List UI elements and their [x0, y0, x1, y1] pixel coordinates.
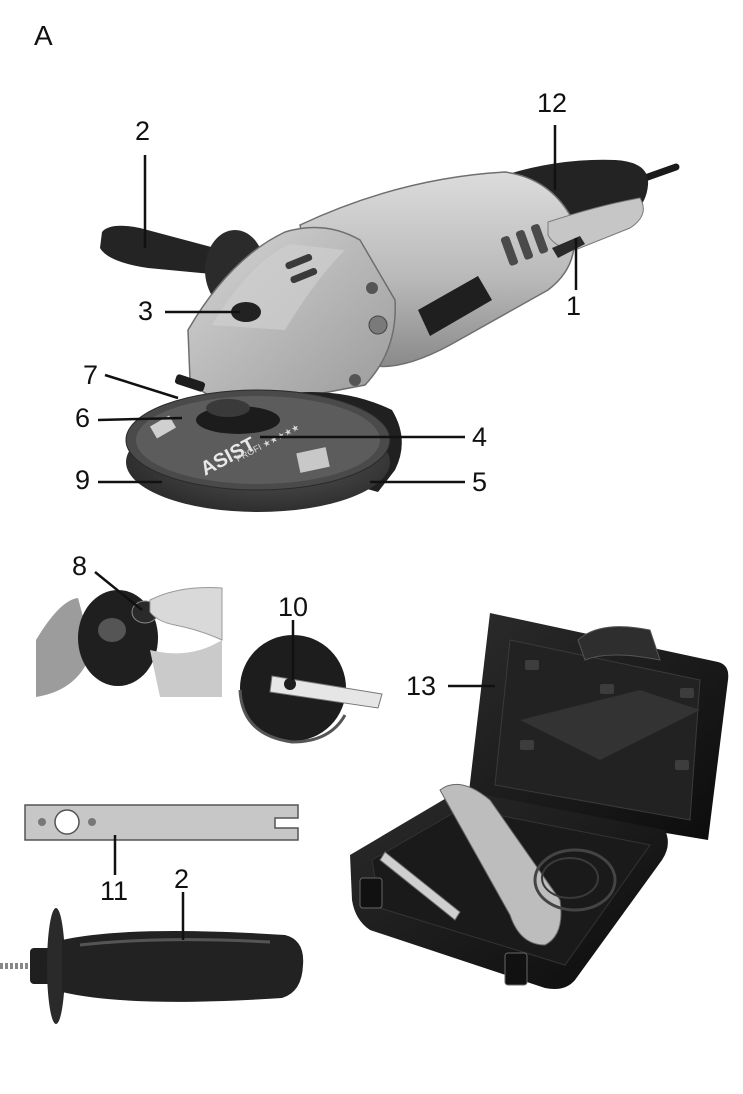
side-handle-loose: [0, 908, 304, 1024]
callout-7: 7: [83, 360, 99, 390]
side-handle: [100, 225, 225, 275]
callout-8: 8: [72, 551, 88, 581]
callout-9: 9: [75, 465, 91, 495]
disc-sticker-panel: [149, 415, 177, 439]
power-cord: [641, 163, 680, 182]
guard-lever: [174, 374, 206, 392]
case-handle: [577, 626, 661, 661]
head-bolt: [349, 374, 361, 386]
handle-collar: [30, 948, 52, 984]
head-bolt: [366, 282, 378, 294]
callout-11: 11: [100, 876, 129, 906]
flange-wrench: [24, 804, 299, 841]
detail-hand-lower: [150, 640, 222, 697]
callout-13: 13: [406, 671, 437, 701]
ventilation-slots: [500, 224, 548, 266]
case-wrench: [379, 851, 461, 921]
wrench-center-hole: [54, 809, 80, 835]
handle-grip-highlight: [79, 938, 271, 947]
head-bolt: [368, 315, 388, 335]
detail-hand: [149, 587, 223, 641]
callout-5: 5: [472, 467, 488, 497]
callout-lines-main: [97, 125, 578, 484]
case-lid-ramp: [520, 690, 700, 760]
angle-grinder-main: ASIST PROFI ★★★★★: [100, 159, 680, 512]
head-vent-slots: [285, 253, 318, 284]
callout-6: 6: [75, 403, 91, 433]
body-side-panel: [418, 276, 492, 336]
carry-case: [350, 613, 729, 989]
callout-2-handle: 2: [174, 864, 190, 894]
detail-wrench-on-flange: [238, 635, 383, 744]
spindle: [206, 399, 250, 417]
disc-sticker: [296, 447, 330, 473]
handle-grip: [62, 931, 304, 1002]
callout-line-8: [94, 571, 143, 611]
detail-guard-fixing: [36, 585, 223, 697]
case-latch: [359, 877, 383, 909]
case-latch: [504, 952, 528, 986]
wrench-pin: [88, 818, 96, 826]
detail-spindle: [98, 618, 126, 642]
detail-guard-edge: [238, 689, 347, 744]
detail-wrench-hole: [284, 678, 296, 690]
spindle-lock-button: [231, 302, 261, 322]
callout-10: 10: [278, 592, 309, 622]
wrench-pin: [38, 818, 46, 826]
callout-4: 4: [472, 422, 488, 452]
rear-handle-underside: [547, 197, 644, 251]
detail-wrench: [269, 675, 383, 709]
case-cord-coil: [533, 848, 617, 912]
callout-12: 12: [537, 88, 568, 118]
case-lid-pegs: [520, 660, 694, 770]
detail-grinder-body: [36, 598, 92, 697]
case-cord-coil-inner: [541, 857, 599, 899]
figure-letter: A: [34, 20, 53, 51]
callout-1: 1: [566, 291, 582, 321]
handle-guard-plate: [47, 908, 65, 1024]
callout-2: 2: [135, 116, 151, 146]
callout-3: 3: [138, 296, 154, 326]
case-grinder: [439, 783, 562, 946]
